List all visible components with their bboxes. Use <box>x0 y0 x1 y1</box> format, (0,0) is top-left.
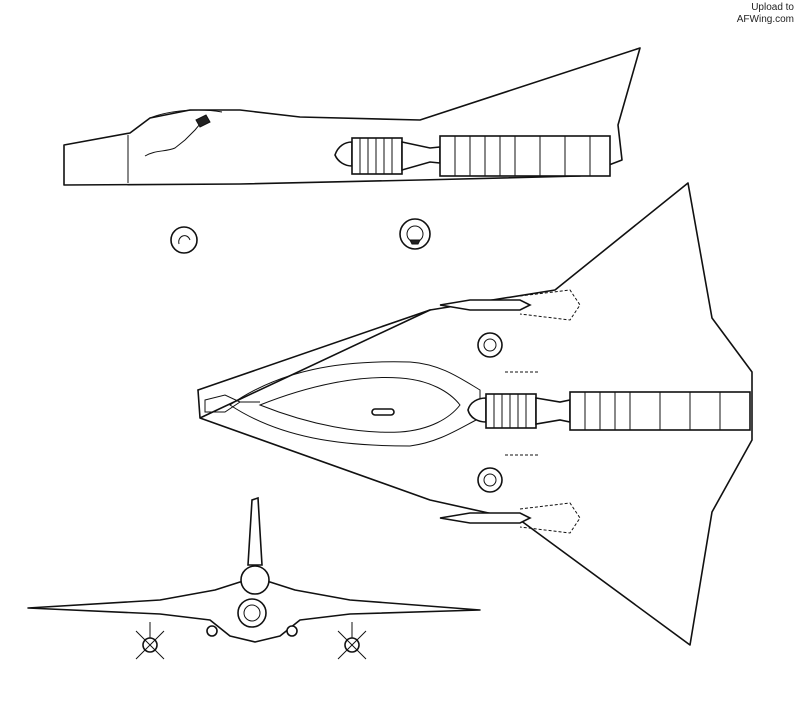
watermark: Upload to AFWing.com <box>737 2 794 26</box>
watermark-line-2: AFWing.com <box>736 14 794 25</box>
plan-missile-upper <box>439 289 581 373</box>
side-view <box>63 47 641 186</box>
front-missile-left <box>135 622 165 660</box>
front-missile-right <box>337 622 367 660</box>
section-circle-2 <box>399 218 431 250</box>
section-circle-1 <box>170 226 198 254</box>
front-view <box>27 496 481 660</box>
plan-view <box>197 182 753 646</box>
plan-engine <box>467 391 751 431</box>
plan-missile-lower <box>439 454 581 534</box>
watermark-line-1: Upload to <box>751 2 794 13</box>
side-engine <box>334 135 611 177</box>
